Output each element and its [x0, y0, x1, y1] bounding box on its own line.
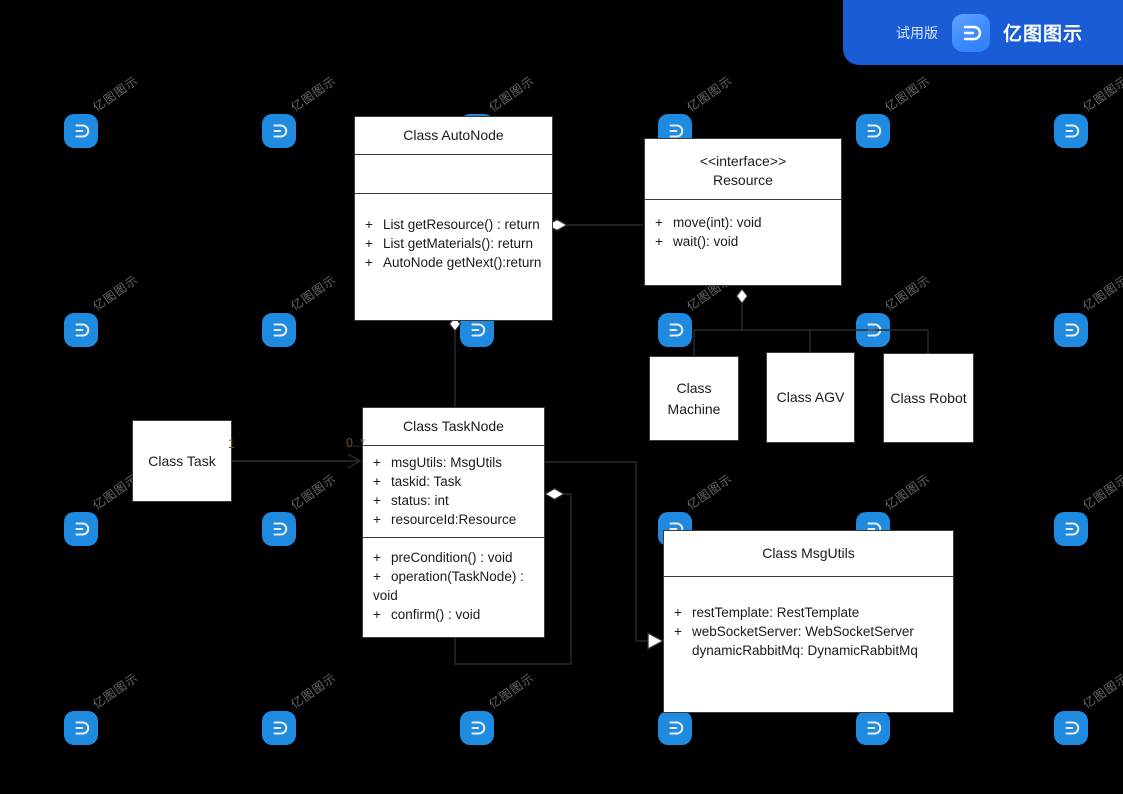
- watermark-text: 亿图图示: [486, 670, 537, 712]
- class-stereotype-resource: <<interface>>: [699, 153, 787, 169]
- trial-label: 试用版: [896, 25, 938, 42]
- class-label-task: Class Task: [148, 452, 216, 469]
- class-box-resource[interactable]: <<interface>> Resource +move(int): void …: [644, 138, 842, 286]
- class-label-agv: Class AGV: [776, 389, 845, 406]
- class-attributes-tasknode: +msgUtils: MsgUtils +taskid: Task +statu…: [363, 444, 544, 537]
- class-title-msgutils: Class MsgUtils: [762, 545, 855, 561]
- edraw-watermark-icon: [460, 711, 494, 745]
- class-name-resource: Resource: [713, 171, 773, 188]
- class-attribute-row: dynamicRabbitMq: DynamicRabbitMq: [692, 642, 918, 658]
- watermark-text: 亿图图示: [684, 73, 735, 115]
- class-method-row: +preCondition() : void: [373, 549, 513, 565]
- class-box-msgutils[interactable]: Class MsgUtils +restTemplate: RestTempla…: [663, 530, 954, 713]
- watermark-text: 亿图图示: [1080, 272, 1123, 314]
- generalization-triangle-msgutils: [647, 631, 665, 651]
- connector-tasknode-msgutils: [545, 461, 648, 642]
- watermark-text: 亿图图示: [1080, 670, 1123, 712]
- watermark-text: 亿图图示: [684, 471, 735, 513]
- class-attributes-msgutils: +restTemplate: RestTemplate +webSocketSe…: [664, 575, 953, 668]
- class-title-tasknode: Class TaskNode: [403, 418, 504, 434]
- edraw-watermark-icon: [64, 114, 98, 148]
- edraw-watermark-icon: [1054, 313, 1088, 347]
- edraw-watermark-icon: [658, 313, 692, 347]
- class-label-robot: Class Robot: [890, 389, 967, 406]
- class-attribute-row: +restTemplate: RestTemplate: [674, 604, 860, 620]
- edraw-watermark-icon: [856, 114, 890, 148]
- edraw-watermark-icon: [64, 711, 98, 745]
- watermark-text: 亿图图示: [882, 73, 933, 115]
- watermark-text: 亿图图示: [486, 73, 537, 115]
- watermark-text: 亿图图示: [288, 73, 339, 115]
- watermark-text: 亿图图示: [1080, 73, 1123, 115]
- class-method-row: +move(int): void: [655, 214, 762, 230]
- class-method-row: +List getResource() : return: [365, 216, 540, 232]
- class-title-autonode: Class AutoNode: [403, 127, 504, 143]
- class-method-row: +List getMaterials(): return: [365, 235, 534, 251]
- multiplicity-task-side: 1: [228, 437, 235, 451]
- class-methods-tasknode: +preCondition() : void +operation(TaskNo…: [363, 536, 544, 632]
- watermark-tile: 亿图图示: [64, 670, 214, 753]
- watermark-tile: 亿图图示: [64, 272, 214, 355]
- watermark-text: 亿图图示: [288, 670, 339, 712]
- class-box-autonode[interactable]: Class AutoNode +List getResource() : ret…: [354, 116, 553, 321]
- app-name-label: 亿图图示: [1003, 23, 1084, 45]
- open-arrowhead-task-tasknode: [347, 453, 362, 469]
- watermark-text: 亿图图示: [288, 272, 339, 314]
- multiplicity-tasknode-side: 0..*: [346, 436, 365, 450]
- class-methods-autonode: +List getResource() : return +List getMa…: [355, 192, 552, 280]
- watermark-tile: 亿图图示: [856, 272, 1006, 355]
- class-box-robot[interactable]: Class Robot: [883, 353, 974, 443]
- watermark-tile: 亿图图示: [1054, 471, 1123, 554]
- edraw-watermark-icon: [1054, 114, 1088, 148]
- aggregation-diamond-resource-branch: [735, 287, 749, 305]
- class-method-row: +operation(TaskNode) : void: [373, 568, 524, 603]
- edraw-watermark-icon: [262, 114, 296, 148]
- edraw-watermark-icon: [1054, 512, 1088, 546]
- watermark-text: 亿图图示: [882, 272, 933, 314]
- edraw-watermark-icon: [658, 711, 692, 745]
- edraw-watermark-icon: [64, 313, 98, 347]
- watermark-tile: 亿图图示: [658, 272, 808, 355]
- watermark-text: 亿图图示: [90, 272, 141, 314]
- class-attribute-row: +resourceId:Resource: [373, 511, 517, 527]
- edraw-logo-icon: [952, 13, 990, 52]
- watermark-tile: 亿图图示: [1054, 670, 1123, 753]
- watermark-tile: 亿图图示: [64, 471, 214, 554]
- class-methods-resource: +move(int): void +wait(): void: [645, 198, 841, 259]
- edraw-watermark-icon: [1054, 711, 1088, 745]
- watermark-tile: 亿图图示: [1054, 73, 1123, 156]
- watermark-tile: 亿图图示: [460, 670, 610, 753]
- class-title-resource: <<interface>> Resource: [645, 139, 841, 199]
- edraw-watermark-icon: [262, 512, 296, 546]
- watermark-tile: 亿图图示: [262, 670, 412, 753]
- edraw-watermark-icon: [64, 512, 98, 546]
- class-attribute-row: +taskid: Task: [373, 473, 462, 489]
- edraw-watermark-icon: [262, 313, 296, 347]
- class-box-agv[interactable]: Class AGV: [766, 352, 855, 443]
- watermark-tile: 亿图图示: [64, 73, 214, 156]
- class-method-row: +confirm() : void: [373, 606, 481, 622]
- class-attributes-autonode: [355, 153, 552, 193]
- aggregation-diamond-tasknode-selfloop: [543, 487, 566, 501]
- edraw-watermark-icon: [856, 711, 890, 745]
- trial-banner: 试用版 亿图图示: [843, 0, 1123, 65]
- class-attribute-row: +msgUtils: MsgUtils: [373, 454, 503, 470]
- class-box-task[interactable]: Class Task: [132, 420, 232, 502]
- class-attribute-row: +webSocketServer: WebSocketServer: [674, 623, 914, 639]
- watermark-text: 亿图图示: [288, 471, 339, 513]
- class-method-row: +wait(): void: [655, 233, 739, 249]
- class-attribute-row: +status: int: [373, 492, 449, 508]
- class-box-tasknode[interactable]: Class TaskNode +msgUtils: MsgUtils +task…: [362, 407, 545, 638]
- watermark-text: 亿图图示: [90, 73, 141, 115]
- watermark-tile: 亿图图示: [1054, 272, 1123, 355]
- edraw-watermark-icon: [262, 711, 296, 745]
- edraw-watermark-icon: [856, 313, 890, 347]
- watermark-text: 亿图图示: [90, 670, 141, 712]
- watermark-tile: 亿图图示: [856, 73, 1006, 156]
- class-box-machine[interactable]: Class Machine: [649, 356, 739, 441]
- watermark-text: 亿图图示: [1080, 471, 1123, 513]
- watermark-text: 亿图图示: [882, 471, 933, 513]
- class-method-row: +AutoNode getNext():return: [365, 254, 542, 270]
- class-label-machine: Class Machine: [667, 380, 721, 417]
